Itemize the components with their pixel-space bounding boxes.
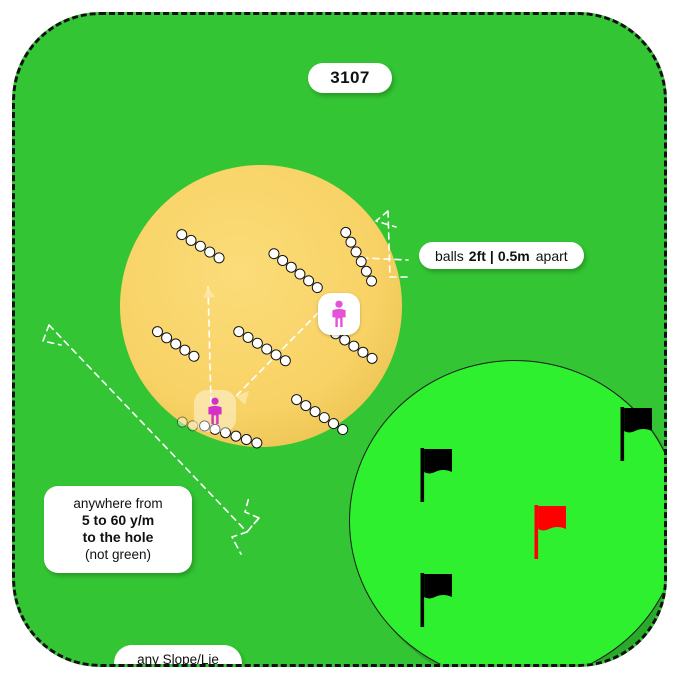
flag-black-upper-right[interactable]	[619, 407, 664, 461]
putting-green-ellipse	[349, 360, 664, 664]
conditions-line-1: any Slope/Lie	[137, 652, 219, 667]
guide-dimension-bottom	[244, 496, 260, 528]
distance-line-3: to the hole	[82, 529, 154, 545]
flag-icon	[420, 448, 452, 502]
distance-line-1: anywhere from	[73, 496, 163, 511]
ball-spacing-suffix: apart	[535, 247, 568, 264]
ball-spacing-metric: 0.5m	[497, 247, 530, 264]
ball-spacing-imperial: 2ft	[468, 247, 486, 264]
flag-black-lower-left[interactable]	[419, 573, 465, 627]
conditions-label[interactable]: any Slope/Lie any Grass Type	[114, 645, 242, 667]
flag-icon	[534, 505, 566, 559]
distance-to-hole-box[interactable]: anywhere from 5 to 60 y/m to the hole (n…	[44, 486, 192, 573]
scenario-id-badge[interactable]: 3107	[308, 63, 392, 93]
flag-icon	[420, 573, 452, 627]
person-icon	[208, 397, 222, 424]
ball-spacing-prefix: balls	[435, 247, 464, 264]
practice-field-card: 3107 balls 2ft | 0.5m apart anywhere fro…	[12, 12, 667, 667]
player-marker-ghost[interactable]	[194, 390, 236, 432]
ball-spacing-separator: |	[489, 247, 494, 264]
person-icon	[332, 300, 346, 327]
flag-icon	[620, 407, 652, 461]
distance-line-2: 5 to 60 y/m	[81, 512, 155, 528]
ball-spacing-label[interactable]: balls 2ft | 0.5m apart	[419, 242, 584, 269]
distance-line-4: (not green)	[84, 547, 152, 562]
flag-black-upper-left[interactable]	[419, 448, 465, 502]
scenario-id-text: 3107	[330, 68, 370, 87]
player-marker-active[interactable]	[318, 293, 360, 335]
flag-red-center-hole[interactable]	[533, 505, 579, 559]
